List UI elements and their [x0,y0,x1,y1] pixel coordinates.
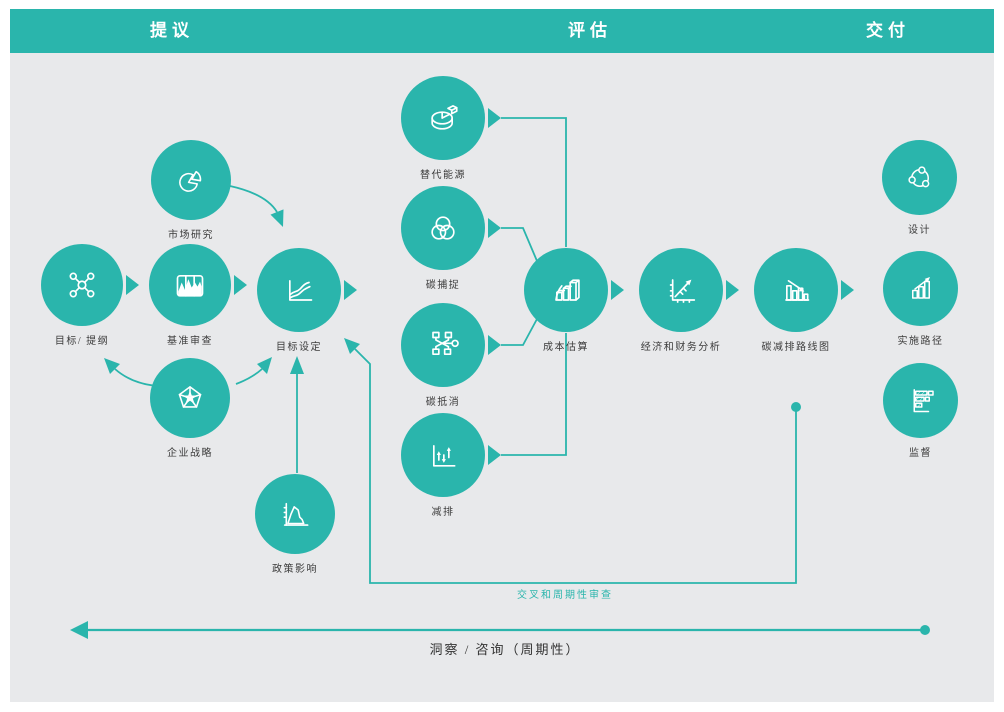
node-label: 目标设定 [276,342,322,353]
cycle-nodes-icon [907,165,929,187]
node-target-setting: 目标设定 [257,248,341,353]
node-label: 经济和财务分析 [640,342,722,353]
rising-bars-arrow-icon [911,276,930,299]
node-label: 实施路径 [897,336,944,347]
node-baseline-review: 基准审查 [149,244,231,347]
node-label: 减排 [431,507,455,518]
phase-delivery: 交付 [866,21,910,40]
node-economic-financial-analysis: 经济和财务分析 [639,248,723,353]
venn-icon [431,216,455,240]
node-policy-impact: 政策影响 [255,474,335,575]
node-label: 碳抵消 [425,397,461,408]
phase-proposal: 提议 [150,21,194,40]
area-chart-icon [283,502,309,526]
node-alternative-energy: 替代能源 [401,76,485,181]
node-market-research: 市场研究 [151,140,231,241]
bar-chart-3d-icon [555,279,580,301]
node-implementation-path: 实施路径 [883,251,958,347]
phase-evaluation: 评估 [568,21,612,40]
pentagon-radar-icon [178,386,202,408]
node-goals-outline: 目标/ 提纲 [41,244,123,347]
node-label: 碳捕捉 [425,280,461,291]
cross-periodic-review-label: 交叉和周期性审查 [517,590,613,601]
node-supervision: 监督 [883,363,958,459]
node-design: 设计 [882,140,957,236]
node-label: 政策影响 [272,564,318,575]
node-corporate-strategy: 企业战略 [150,358,230,459]
pie-chart-icon [179,170,202,192]
declining-bars-icon [785,280,810,301]
updown-arrows-chart-icon [433,445,456,467]
node-carbon-reduction-roadmap: 碳减排路线图 [754,248,838,353]
hatched-hbars-icon [913,388,934,412]
pie-3d-icon [431,105,458,130]
insight-consultation-label: 洞察 / 咨询（周期性） [429,642,581,657]
node-label: 市场研究 [168,230,214,241]
node-carbon-offset: 碳抵消 [401,303,485,408]
node-carbon-capture: 碳捕捉 [401,186,485,291]
node-label: 企业战略 [167,448,213,459]
network-icon [69,272,95,298]
scatter-trend-icon [669,279,696,303]
node-label: 基准审查 [167,336,213,347]
trend-lines-icon [289,280,313,301]
node-label: 设计 [908,225,931,236]
node-label: 监督 [909,448,932,459]
node-label: 成本估算 [543,342,589,353]
node-label: 替代能源 [420,170,466,181]
org-tree-icon [432,331,459,355]
phase-header-bar [10,9,994,53]
node-cost-estimation: 成本估算 [524,248,608,353]
node-label: 目标/ 提纲 [54,336,110,347]
waveform-panel-icon [176,275,204,297]
node-label: 碳减排路线图 [761,342,831,353]
node-emission-reduction: 减排 [401,413,485,518]
